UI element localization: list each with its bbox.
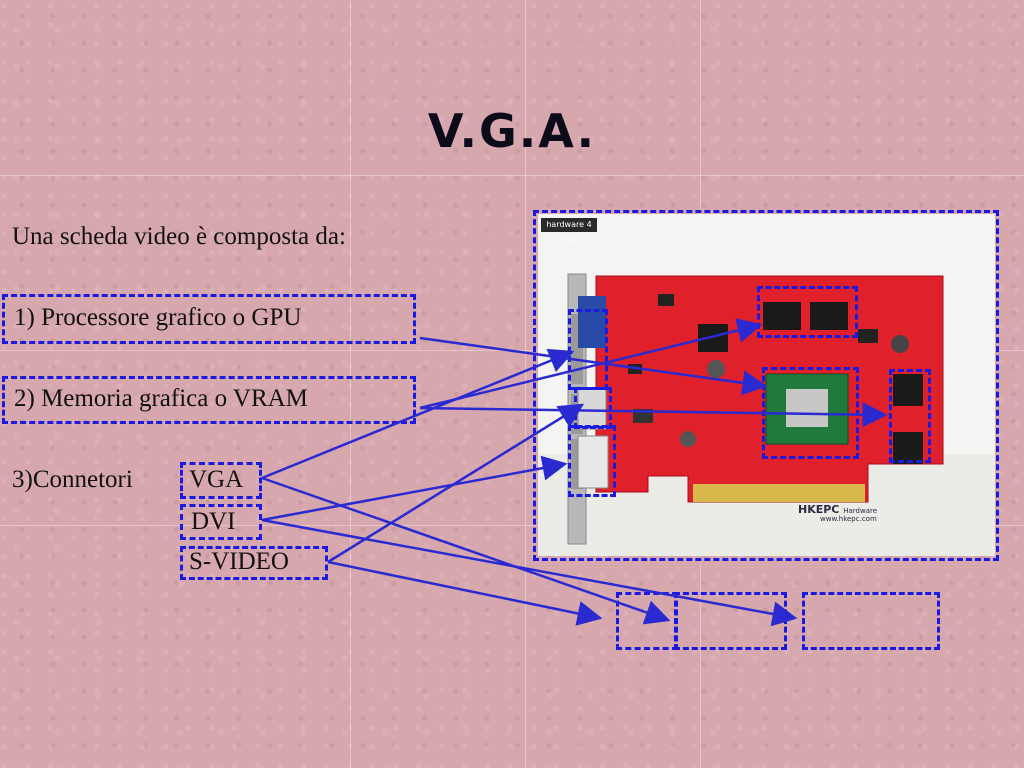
arrow-vga-port [261,348,575,480]
item-vram: 2) Memoria grafica o VRAM [14,385,308,412]
intro-text: Una scheda video è composta da: [12,223,346,250]
photo-frame [533,210,999,561]
background-tile-line [525,0,526,768]
slide-title: V.G.A. [427,104,597,158]
background-tile-line [350,0,351,768]
vga-label-box [180,462,262,499]
vram-label-box [2,376,416,424]
arrow-svideo-box [327,560,603,626]
svideo-label-box [180,546,328,580]
dvi-label-box [180,504,262,540]
arrow-vga-box [261,476,671,625]
hkepc-brand: HKEPC [798,503,840,516]
hkepc-brand-sub: Hardware [843,507,878,515]
watermark-logo: hardware 4 you [541,218,597,243]
arrow-gpu [419,336,768,396]
hkepc-url: www.hkepc.com [820,515,877,523]
background-tile-line [0,525,1024,526]
item-connectors: 3)Connetori [12,466,133,493]
arrow-svideo-port [327,403,585,564]
arrow-vram-right [419,402,888,428]
background-tile-line [0,175,1024,176]
arrow-vram-top [419,318,763,410]
vram-highlight-top [757,286,858,338]
gpu-label-box [2,294,416,344]
connector-vga: VGA [189,466,244,493]
connector-svideo: S-VIDEO [189,548,289,575]
vram-highlight-right [889,369,931,463]
arrow-dvi-port [261,455,568,522]
dvi-port-highlight [568,425,616,497]
empty-box-3 [802,592,940,650]
hkepc-logo: HKEPC Hardware [798,503,877,516]
arrow-dvi-box [261,518,798,627]
item-gpu: 1) Processore grafico o GPU [14,304,302,331]
connector-dvi: DVI [191,508,236,535]
